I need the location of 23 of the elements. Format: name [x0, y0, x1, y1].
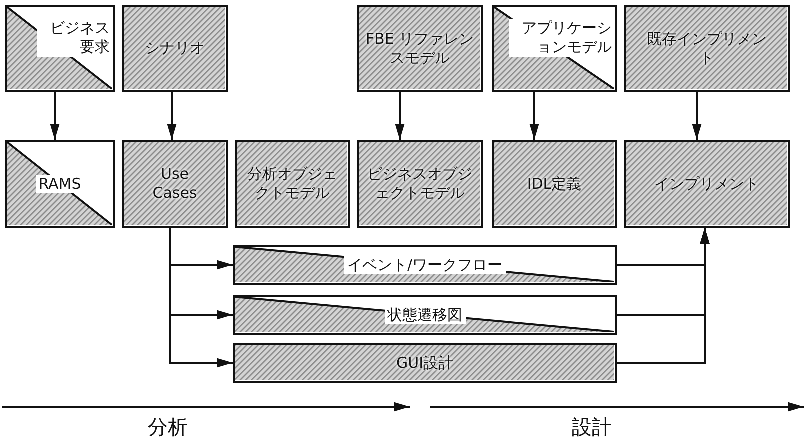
arrow	[50, 92, 60, 140]
process-box: FBE リファレンスモデル	[357, 5, 483, 92]
arrow	[167, 92, 177, 140]
phase-label: 設計	[572, 414, 612, 441]
split-box: アプリケーションモデル	[492, 5, 617, 92]
split-box: イベント/ワークフロー	[233, 245, 617, 285]
process-box: 分析オブジェクトモデル	[235, 140, 350, 228]
process-box: インプリメント	[624, 140, 790, 228]
split-box: 状態遷移図	[233, 295, 617, 335]
process-box: ビジネスオブジェクトモデル	[357, 140, 483, 228]
arrow	[617, 228, 710, 364]
phase-label: 分析	[148, 414, 188, 441]
process-box: GUI設計	[233, 343, 617, 383]
process-box: Use Cases	[122, 140, 228, 228]
arrow	[530, 92, 540, 140]
process-box: 既存インプリメント	[624, 5, 790, 92]
arrow	[692, 92, 702, 140]
split-box: RAMS	[5, 140, 115, 228]
split-box: ビジネス要求	[5, 5, 115, 92]
process-box: シナリオ	[122, 5, 228, 92]
arrow	[395, 92, 405, 140]
arrow	[169, 228, 233, 368]
process-box: IDL定義	[492, 140, 617, 228]
